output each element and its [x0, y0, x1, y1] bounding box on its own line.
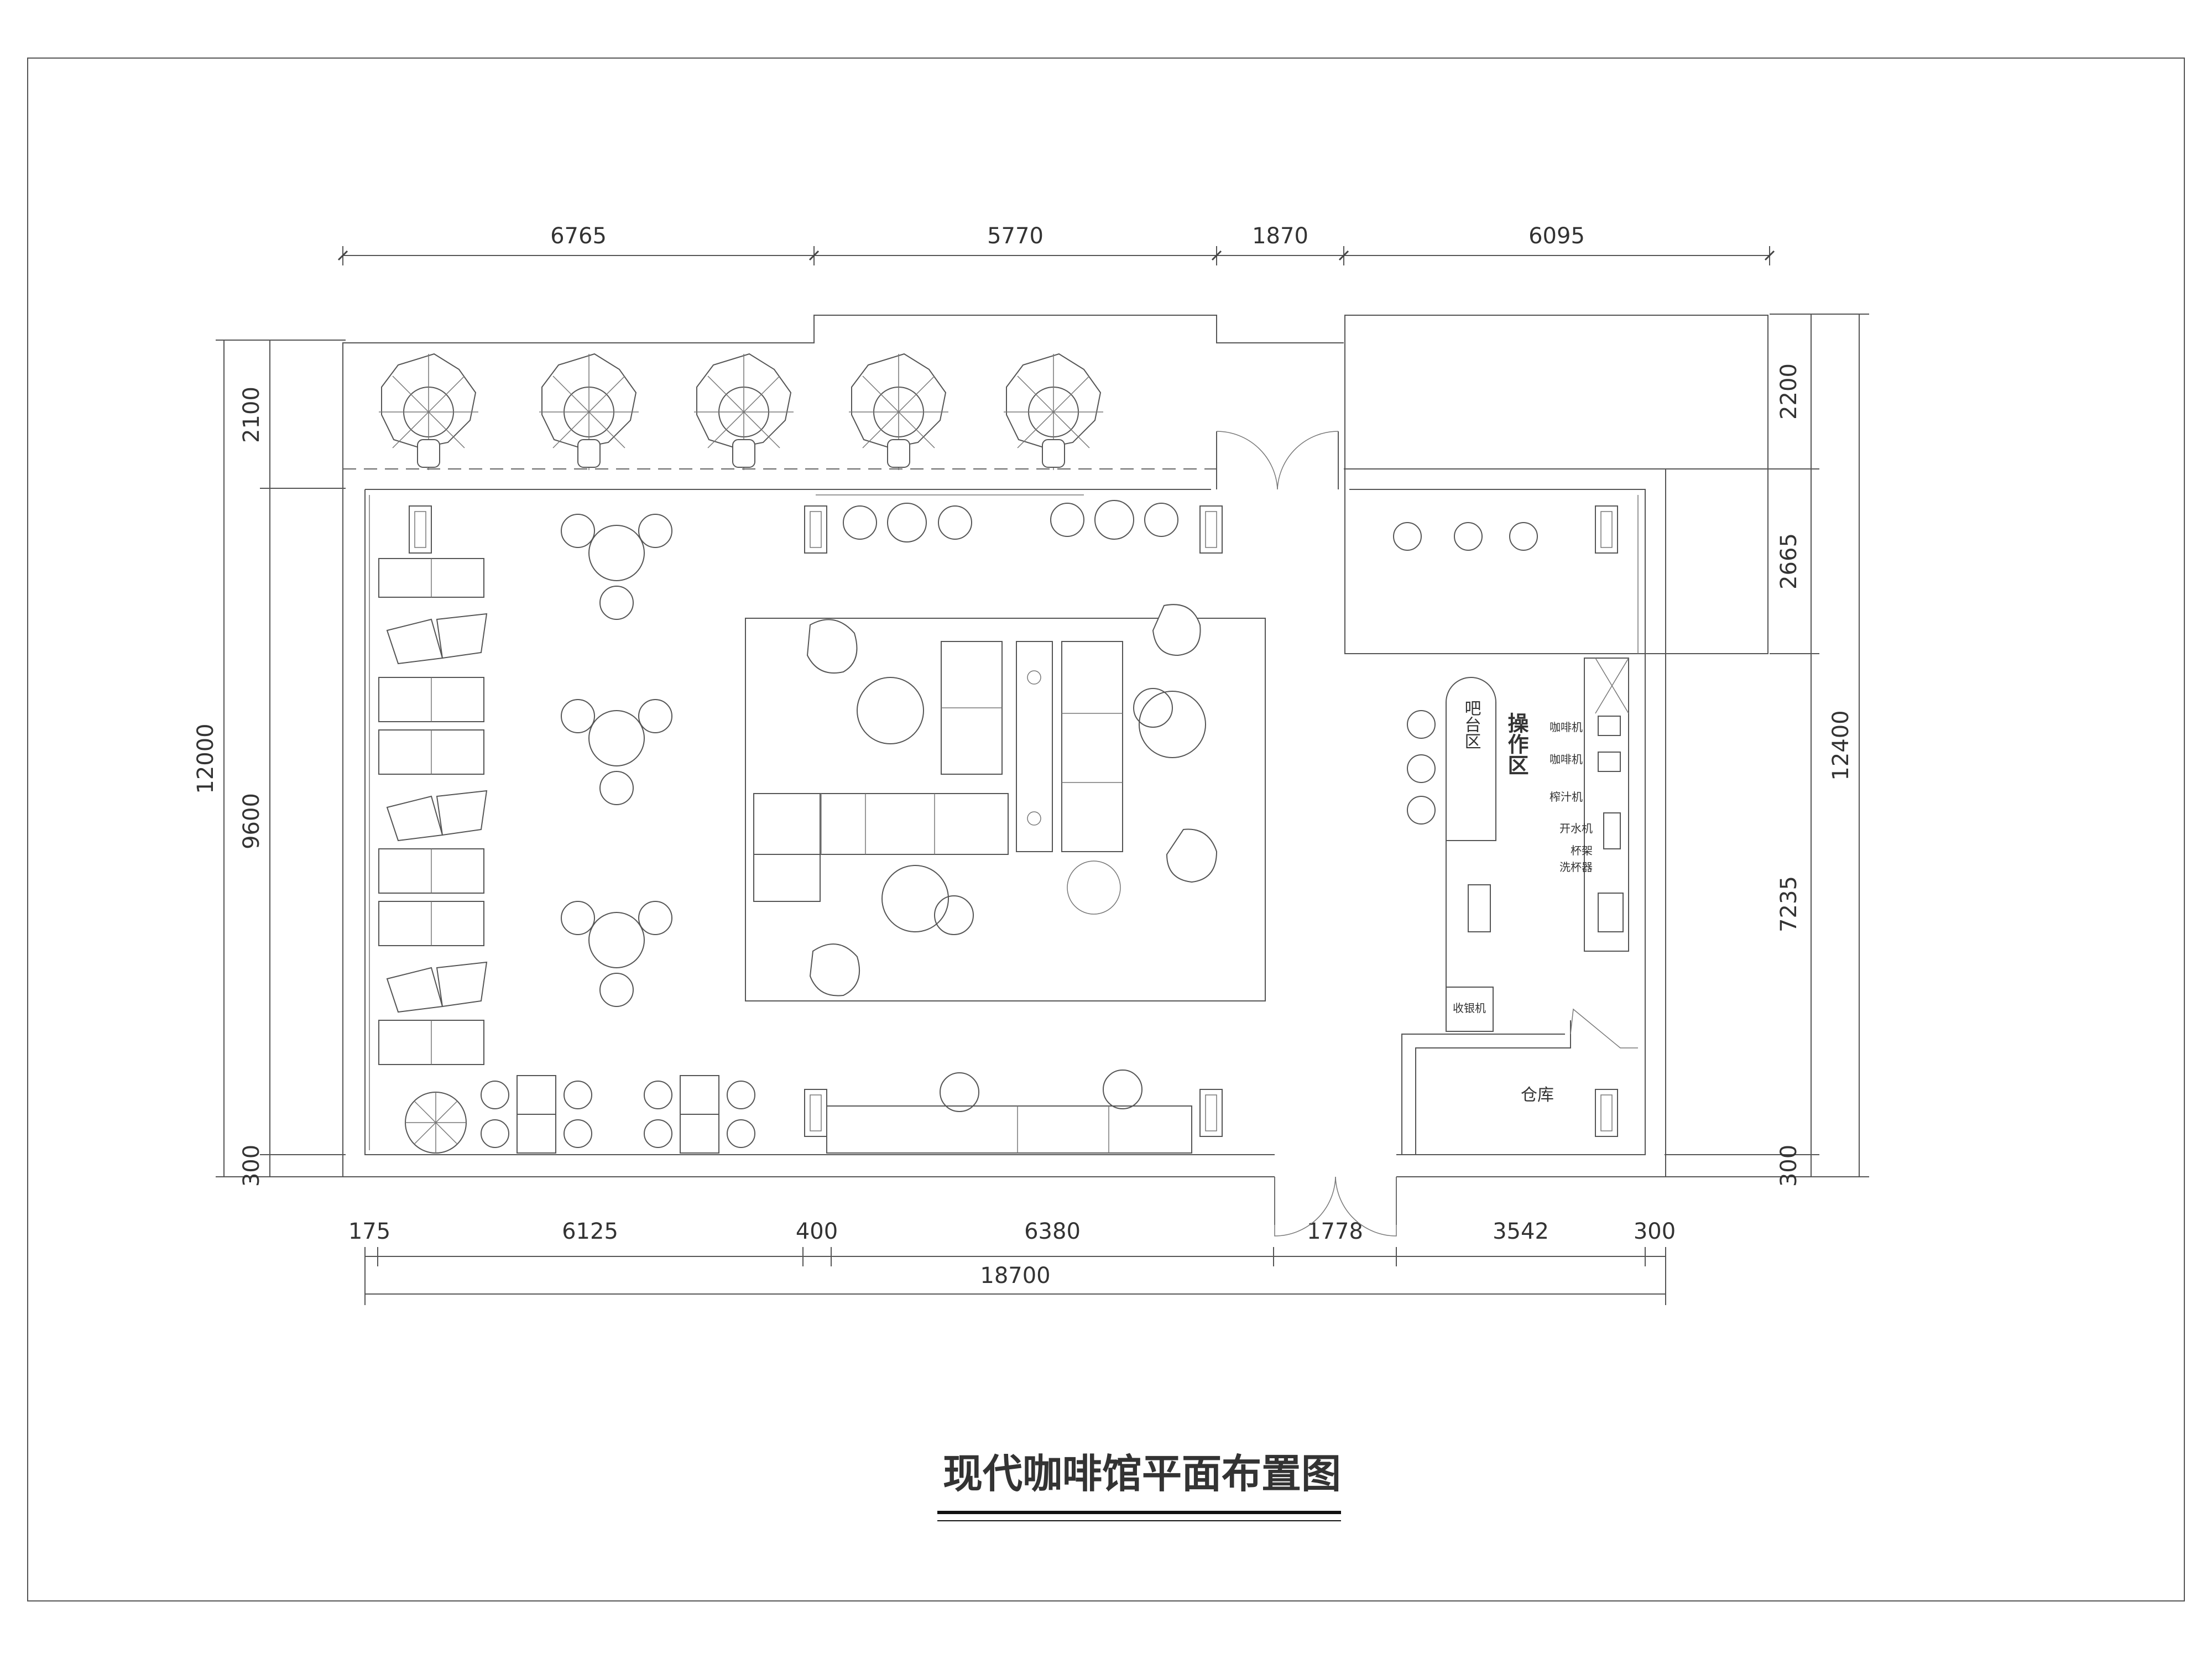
equipment-label-6: 洗杯器: [1559, 860, 1593, 874]
lounge-furniture: [753, 641, 1206, 935]
dim-bottom-5: 1778: [1307, 1219, 1363, 1244]
storage-label: 仓库: [1521, 1086, 1554, 1105]
patio-umbrella-5: [1004, 353, 1103, 470]
equipment-label-2: 咖啡机: [1550, 753, 1583, 766]
exterior-walls: [342, 315, 1768, 1177]
dim-top-2: 5770: [987, 223, 1044, 249]
equipment-label-4: 开水机: [1559, 822, 1593, 835]
equipment-label-1: 咖啡机: [1550, 721, 1583, 734]
patio-umbrella-1: [379, 353, 478, 470]
round-table-set-1: [561, 514, 672, 620]
bottom-seating: [405, 1070, 1192, 1154]
lounge-armchairs: [806, 604, 1218, 997]
dim-bottom-3: 400: [796, 1219, 838, 1244]
storage-room-walls: [1401, 1008, 1638, 1155]
dim-bottom-2: 6125: [562, 1219, 618, 1244]
left-dimension-line: [216, 340, 346, 1177]
equipment-label-3: 榨汁机: [1550, 790, 1583, 804]
drawing-frame: [27, 58, 2185, 1601]
dim-top-1: 6765: [550, 223, 607, 249]
dim-left-inner-2: 9600: [239, 793, 264, 849]
dim-left-outer: 12000: [193, 723, 218, 794]
dim-left-inner-1: 2100: [239, 387, 264, 443]
operation-zone-label: 操作区: [1504, 712, 1528, 775]
window-tables: [843, 500, 1178, 542]
dim-right-inner-3: 7235: [1776, 876, 1802, 932]
bottom-double-door: [1274, 1176, 1397, 1237]
patio-umbrella-2: [539, 353, 639, 470]
dim-bottom-6: 3542: [1493, 1219, 1549, 1244]
patio-umbrella-3: [694, 353, 794, 470]
top-double-door: [1216, 431, 1339, 490]
equipment-label-5: 杯架: [1571, 844, 1593, 857]
cashier-label: 收银机: [1453, 1001, 1486, 1015]
dim-bottom-4: 6380: [1024, 1219, 1081, 1244]
bar-zone-label: 吧台区: [1462, 700, 1481, 749]
dim-right-inner-4: 300: [1776, 1145, 1802, 1187]
wall-panels: [409, 505, 1618, 1137]
drawing-title: 现代咖啡馆平面布置图: [943, 1451, 1341, 1497]
bar-counter: [1393, 522, 1629, 1032]
left-booth-seating: [378, 558, 488, 1065]
lounge-rug: [745, 618, 1266, 1001]
dim-bottom-total: 18700: [980, 1263, 1050, 1288]
round-table-set-2: [561, 699, 672, 805]
round-table-set-3: [561, 901, 672, 1007]
dim-left-inner-3: 300: [239, 1145, 264, 1187]
dim-right-outer: 12400: [1828, 710, 1854, 780]
bottom-dimension-line: [364, 1247, 1666, 1305]
dim-right-inner-1: 2200: [1776, 363, 1802, 420]
top-dimension-line: [337, 246, 1775, 265]
patio-umbrella-4: [849, 353, 948, 470]
right-dimension-line: [1665, 314, 1869, 1177]
dim-bottom-1: 175: [348, 1219, 390, 1244]
dim-top-4: 6095: [1528, 223, 1585, 249]
dim-right-inner-2: 2665: [1776, 533, 1802, 589]
dim-bottom-7: 300: [1634, 1219, 1676, 1244]
dim-top-3: 1870: [1252, 223, 1308, 249]
